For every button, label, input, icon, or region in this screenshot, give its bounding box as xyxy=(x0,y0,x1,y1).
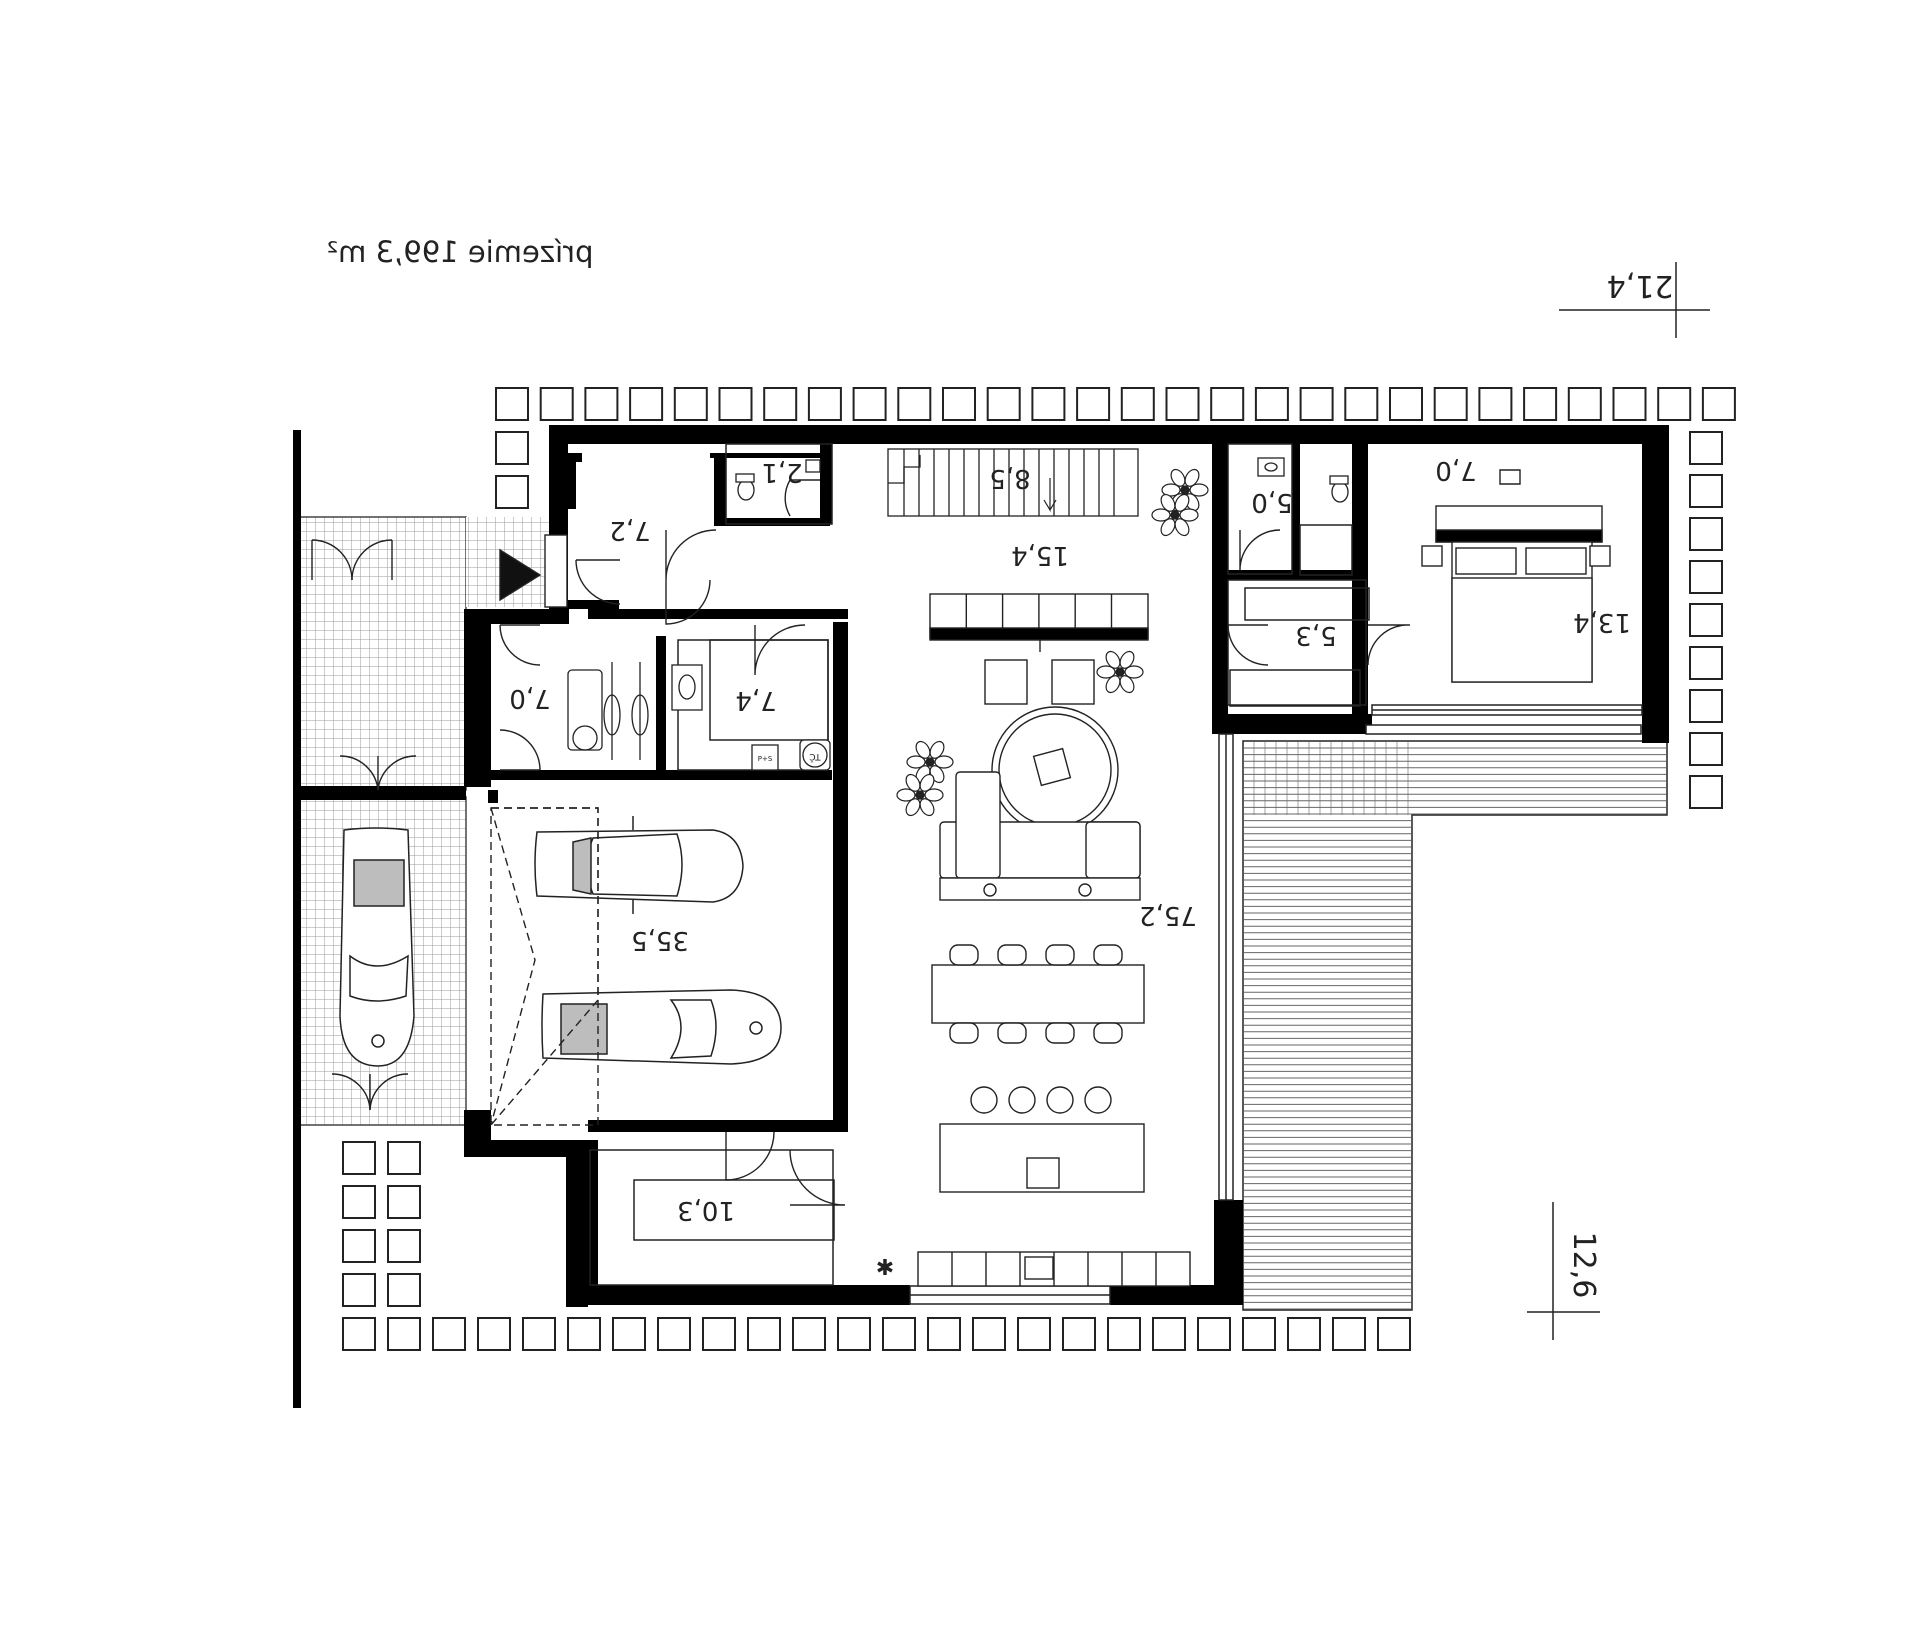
walls xyxy=(464,425,1669,1307)
plants xyxy=(896,468,1209,817)
room-area-living-upper: 15,4 xyxy=(1011,540,1069,570)
room-area-staircase: 8,5 xyxy=(989,463,1030,493)
boiler-mark-icon: ✱ xyxy=(876,1256,894,1281)
room-labels: 7,2 2,1 8,5 15,4 5,0 7,0 5,3 13,4 7,0 7,4 35,5 75,2… xyxy=(509,455,1631,1225)
room-area-bedroom: 13,4 xyxy=(1573,607,1631,637)
garage-doors-dashed xyxy=(490,807,599,1126)
plant-icon xyxy=(1151,493,1199,537)
dimension-top-text: 21,4 xyxy=(1607,268,1674,303)
equipment-labels: TČ P+S xyxy=(758,751,822,763)
title-text: prízemie 199,3 m² xyxy=(327,235,594,269)
room-area-entry-hall: 7,2 xyxy=(609,515,650,545)
doors xyxy=(311,479,1411,1206)
room-area-pantry: 10,3 xyxy=(677,1195,735,1225)
washer-label: P+S xyxy=(758,755,773,763)
room-area-technical: 7,4 xyxy=(735,685,776,715)
glazing xyxy=(909,704,1643,1305)
terrace-deck xyxy=(1242,740,1668,1311)
plant-icon xyxy=(1096,650,1144,694)
room-area-storage: 7,0 xyxy=(509,683,550,713)
car-icon xyxy=(541,989,782,1065)
room-area-wc: 2,1 xyxy=(761,457,802,487)
misc-marks: ✱ xyxy=(876,1256,894,1281)
car-icon xyxy=(534,816,744,914)
dimension-right-text: 12,6 xyxy=(1566,1232,1601,1299)
car-icon xyxy=(339,827,415,1067)
storage-equipment xyxy=(567,662,649,760)
boiler-label: TČ xyxy=(809,751,821,763)
plan-title: prízemie 199,3 m² xyxy=(327,235,594,269)
dimension-top: 21,4 xyxy=(1559,262,1710,338)
room-area-bathroom: 5,0 xyxy=(1251,487,1292,517)
room-area-living-main: 75,2 xyxy=(1139,900,1197,930)
room-area-bedroom-study: 7,0 xyxy=(1435,455,1476,485)
dimension-right: 12,6 xyxy=(1527,1202,1601,1340)
carport-tiled-area xyxy=(293,430,552,1408)
sanitary-fixtures xyxy=(671,457,1349,771)
room-area-garage: 35,5 xyxy=(631,925,689,955)
plant-icon xyxy=(896,773,944,817)
staircase xyxy=(887,448,1139,517)
room-area-hallway-east: 5,3 xyxy=(1295,620,1336,650)
entrance-arrow-icon xyxy=(499,548,542,602)
bedroom-furniture xyxy=(1421,469,1611,683)
living-furniture xyxy=(917,593,1191,1287)
cars xyxy=(339,816,782,1067)
